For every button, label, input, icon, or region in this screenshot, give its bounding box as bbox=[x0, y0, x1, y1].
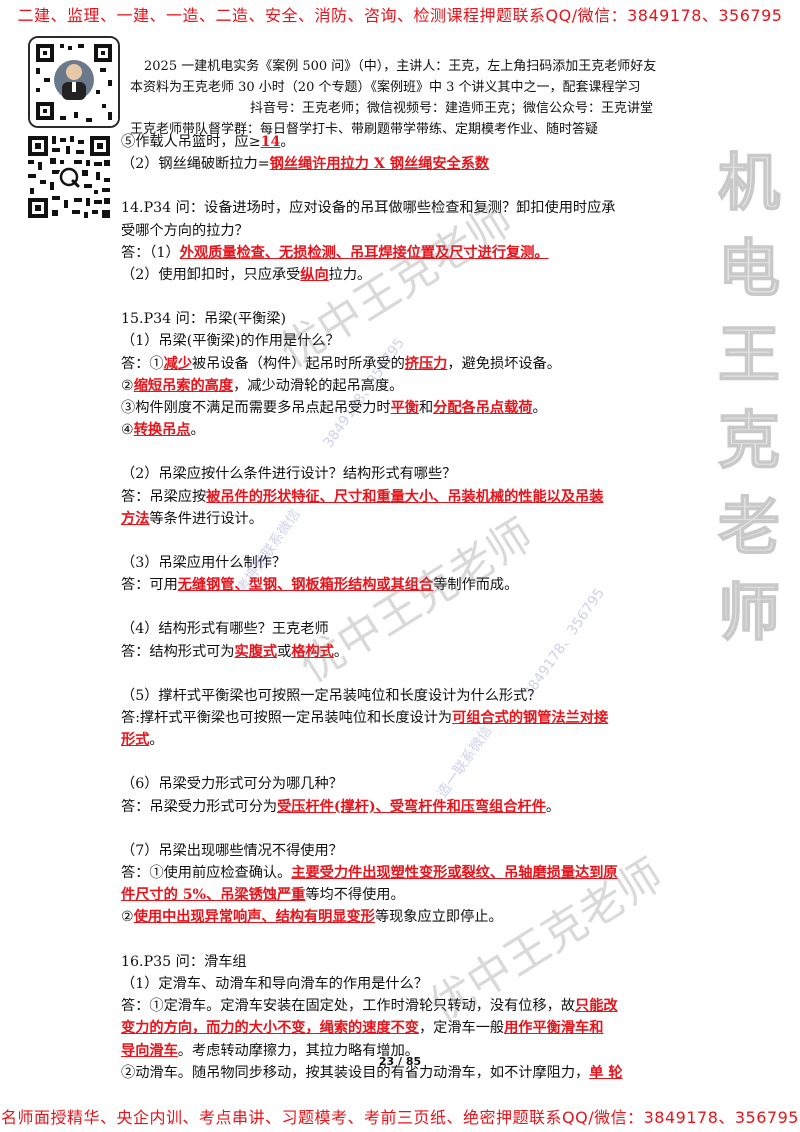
side-watermark-char: 老 bbox=[717, 489, 781, 564]
side-watermark-char: 机 bbox=[717, 145, 781, 220]
answer-line: 答：可用无缝钢管、型钢、钢板箱形结构或其组合等制作而成。 bbox=[121, 577, 519, 594]
side-watermark-char: 师 bbox=[717, 575, 781, 650]
answer-line: 形式。 bbox=[121, 732, 164, 749]
answer-line: 答：①使用前应检查确认。主要受力件出现塑性变形或裂纹、吊轴磨损量达到原 bbox=[121, 865, 618, 882]
text-line: 受哪个方向的拉力？ bbox=[121, 222, 249, 239]
wechat-qr-code bbox=[28, 36, 120, 128]
answer-line: ②使用中出现异常响声、结构有明显变形等现象应立即停止。 bbox=[121, 909, 503, 926]
sub-question: （1）定滑车、动滑车和导向滑车的作用是什么？ bbox=[121, 975, 428, 992]
header-line: 王克老师带队督学群：每日督学打卡、带刷题带学带练、定期模考作业、随时答疑 bbox=[130, 122, 599, 137]
top-banner: 二建、监理、一建、一造、二造、安全、消防、咨询、检测课程押题联系QQ/微信：38… bbox=[17, 6, 783, 25]
answer-line: ②动滑车。随吊物同步移动，按其装设目的有省力动滑车，如不计摩阻力，单 轮 bbox=[121, 1064, 623, 1081]
document-header: 2025 一建机电实务《案例 500 问》（中），主讲人：王克，左上角扫码添加王… bbox=[130, 56, 780, 140]
sub-question: （3）吊梁应用什么制作？ bbox=[121, 555, 287, 572]
answer-line: ②缩短吊索的高度，减少动滑轮的起吊高度。 bbox=[121, 377, 404, 394]
mini-program-qr-code bbox=[26, 134, 112, 220]
question-heading: 16.P35 问：滑车组 bbox=[121, 953, 247, 970]
question-heading: 15.P34 问：吊梁(平衡梁) bbox=[121, 311, 287, 328]
answer-line: 答：①减少被吊设备（构件）起吊时所承受的挤压力，避免损坏设备。 bbox=[121, 355, 561, 372]
answer-line: 方法等条件进行设计。 bbox=[121, 510, 263, 527]
answer-line: 答:撑杆式平衡梁也可按照一定吊装吨位和长度设计为可组合式的钢管法兰对接 bbox=[121, 710, 609, 727]
answer-line: ④转换吊点。 bbox=[121, 422, 205, 439]
document-body: ⑤作载人吊篮时，应≥14。 （2）钢丝绳破断拉力=钢丝绳许用拉力 X 钢丝绳安全… bbox=[121, 131, 681, 1084]
qr-code-icon bbox=[26, 134, 112, 220]
answer-line: 答：①定滑车。定滑车安装在固定处，工作时滑轮只转动，没有位移，故只能改 bbox=[121, 998, 618, 1015]
answer-line: 导向滑车。考虑转动摩擦力，其拉力略有增加。 bbox=[121, 1042, 419, 1059]
sub-question: （1）吊梁(平衡梁)的作用是什么？ bbox=[121, 333, 340, 350]
sub-question: （6）吊梁受力形式可分为哪几种？ bbox=[121, 776, 343, 793]
answer-line: 答：吊梁应按被吊件的形状特征、尺寸和重量大小、吊装机械的性能以及吊装 bbox=[121, 488, 604, 505]
side-watermark-char: 王 bbox=[717, 317, 781, 392]
sub-question: （7）吊梁出现哪些情况不得使用？ bbox=[121, 842, 343, 859]
sub-question: （2）吊梁应按什么条件进行设计？结构形式有哪些？ bbox=[121, 466, 457, 483]
text-line: ⑤作载人吊篮时，应≥14。 bbox=[121, 134, 295, 150]
answer-line: 件尺寸的 5%、吊梁锈蚀严重等均不得使用。 bbox=[121, 887, 405, 904]
side-watermark: 机 电 王 克 老 师 bbox=[717, 140, 781, 656]
side-watermark-char: 克 bbox=[717, 403, 781, 478]
sub-question: （4）结构形式有哪些？王克老师 bbox=[121, 621, 329, 638]
bottom-banner: 名师面授精华、央企内训、考点串讲、习题模考、考前三页纸、绝密押题联系QQ/微信：… bbox=[1, 1108, 799, 1127]
answer-line: 变力的方向，而力的大小不变，绳索的速度不变，定滑车一般用作平衡滑车和 bbox=[121, 1020, 604, 1037]
text-line: （2）钢丝绳破断拉力=钢丝绳许用拉力 X 钢丝绳安全系数 bbox=[121, 156, 490, 173]
answer-line: 答：结构形式可为实腹式或格构式。 bbox=[121, 643, 349, 660]
header-line: 本资料为王克老师 30 小时（20 个专题）《案例班》中 3 个讲义其中之一，配… bbox=[130, 80, 641, 95]
question-heading: 14.P34 问：设备进场时，应对设备的吊耳做哪些检查和复测？卸扣使用时应承 bbox=[121, 200, 616, 217]
page-number: 23 / 85 bbox=[378, 1055, 422, 1068]
header-line: 2025 一建机电实务《案例 500 问》（中），主讲人：王克，左上角扫码添加王… bbox=[144, 59, 657, 74]
side-watermark-char: 电 bbox=[717, 231, 781, 306]
header-line: 抖音号：王克老师；微信视频号：建造师王克；微信公众号：王克讲堂 bbox=[250, 101, 654, 116]
answer-line: 答：（1）外观质量检查、无损检测、吊耳焊接位置及尺寸进行复测。 bbox=[121, 244, 549, 261]
answer-line: ③构件刚度不满足而需要多吊点起吊受力时平衡和分配各吊点载荷。 bbox=[121, 400, 547, 417]
answer-line: 答：吊梁受力形式可分为受压杆件(撑杆)、受弯杆件和压弯组合杆件。 bbox=[121, 798, 561, 815]
qr-pattern-icon bbox=[30, 38, 118, 126]
sub-question: （5）撑杆式平衡梁也可按照一定吊装吨位和长度设计为什么形式？ bbox=[121, 687, 542, 704]
answer-line: （2）使用卸扣时，只应承受纵向拉力。 bbox=[121, 267, 372, 284]
